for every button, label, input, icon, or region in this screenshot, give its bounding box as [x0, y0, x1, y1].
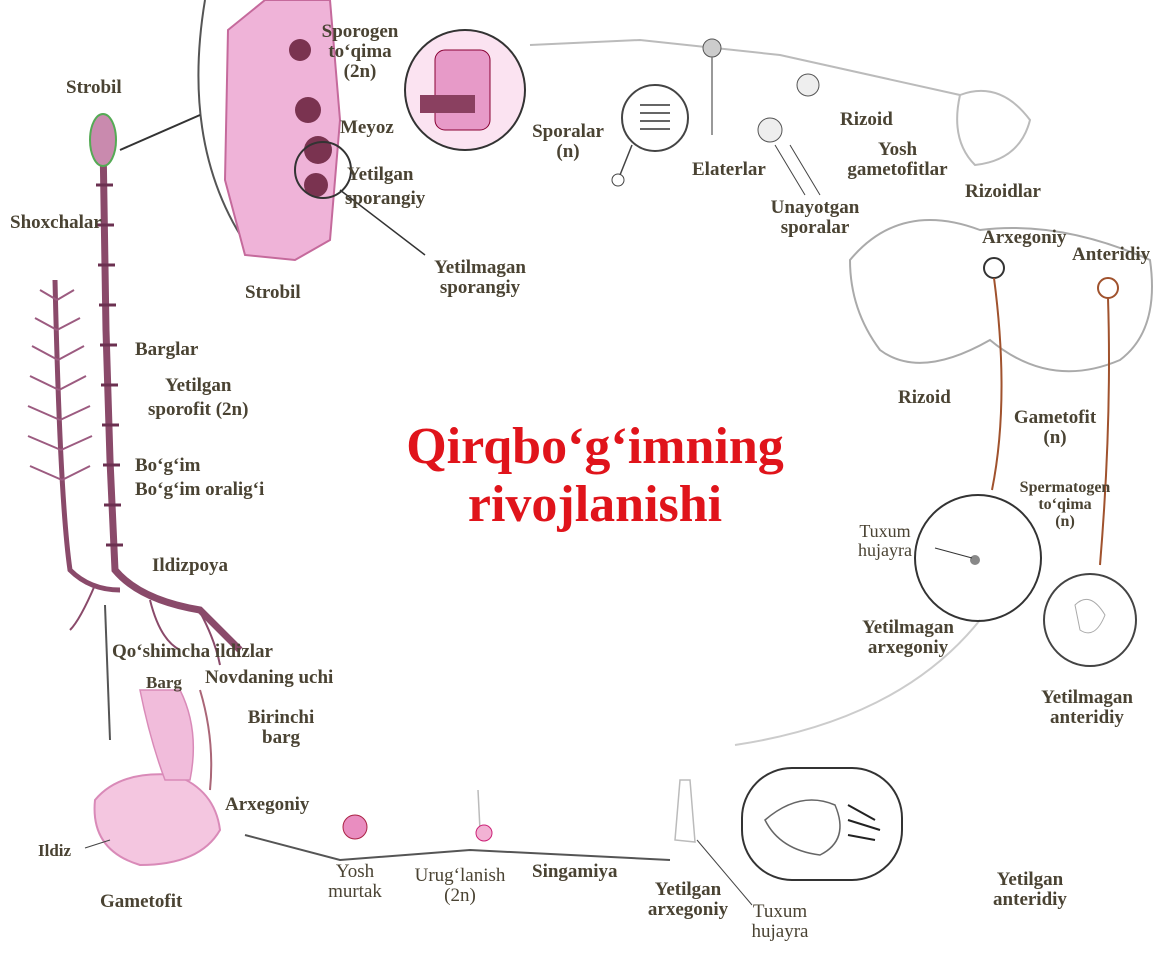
label-bogim: Bo‘g‘im — [135, 456, 200, 476]
young-shoot — [140, 690, 193, 780]
spore-elaters — [703, 39, 721, 57]
label-sporalar-1: Sporalar — [528, 122, 608, 142]
label-ildiz: Ildiz — [38, 842, 71, 860]
label-tuxum-hujayra: Tuxum hujayra — [845, 522, 925, 560]
label-sporogen-1: Sporogen — [315, 22, 405, 42]
label-strobil-top: Strobil — [66, 78, 122, 98]
label-tuxum-hujayra-1: Tuxum — [845, 522, 925, 541]
connector-strobil — [120, 115, 200, 150]
label-sporogen-3: (2n) — [315, 62, 405, 82]
label-tuxum-bottom-2: hujayra — [740, 922, 820, 942]
archegonium-marker — [984, 258, 1004, 278]
label-yetilmagan-arxegoniy-1: Yetilmagan — [848, 618, 968, 638]
label-yetilgan-anteridiy: Yetilgan anteridiy — [975, 870, 1085, 910]
label-spermatogen: Spermatogen to‘qima (n) — [1005, 480, 1125, 530]
label-gametofit-bottom: Gametofit — [100, 892, 182, 912]
label-unayotgan-1: Unayotgan — [760, 198, 870, 218]
label-yosh-gametofitlar: Yosh gametofitlar — [835, 140, 960, 180]
label-elaterlar: Elaterlar — [692, 160, 766, 180]
antheridium-lens — [1044, 574, 1136, 666]
label-yetilgan-arxegoniy-1: Yetilgan — [638, 880, 738, 900]
label-arxegoniy-bottom: Arxegoniy — [225, 795, 309, 815]
label-ildizpoya: Ildizpoya — [152, 556, 228, 576]
label-yetilgan-sporangiy-2: sporangiy — [345, 189, 425, 209]
label-sporogen: Sporogen to‘qima (2n) — [315, 22, 405, 82]
label-birinchi-barg-1: Birinchi — [236, 708, 326, 728]
label-yosh-murtak: Yosh murtak — [315, 862, 395, 902]
label-yetilmagan-arxegoniy: Yetilmagan arxegoniy — [848, 618, 968, 658]
title-line-2: rivojlanishi — [395, 476, 795, 534]
label-uruglanish: Urug‘lanish (2n) — [400, 866, 520, 906]
label-yetilmagan-sporangiy-1: Yetilmagan — [425, 258, 535, 278]
label-rizoid-mid: Rizoid — [898, 388, 951, 408]
label-tuxum-bottom-1: Tuxum — [740, 902, 820, 922]
zygote — [478, 790, 480, 830]
label-birinchi-barg: Birinchi barg — [236, 708, 326, 748]
label-yosh-gametofitlar-1: Yosh — [835, 140, 960, 160]
label-anteridiy-top: Anteridiy — [1072, 245, 1150, 265]
label-qoshimcha-ildizlar: Qo‘shimcha ildizlar — [112, 642, 273, 662]
label-unayotgan-2: sporalar — [760, 218, 870, 238]
connector-left — [105, 605, 110, 740]
label-tuxum-bottom: Tuxum hujayra — [740, 902, 820, 942]
label-sporogen-2: to‘qima — [315, 42, 405, 62]
label-barg: Barg — [146, 674, 182, 692]
label-yetilmagan-arxegoniy-2: arxegoniy — [848, 638, 968, 658]
label-arxegoniy-top: Arxegoniy — [982, 228, 1066, 248]
label-yosh-gametofitlar-2: gametofitlar — [835, 160, 960, 180]
germinating-spore — [797, 74, 819, 96]
label-yetilmagan-anteridiy-2: anteridiy — [1022, 708, 1152, 728]
label-rizoidlar: Rizoidlar — [965, 182, 1041, 202]
label-yetilgan-arxegoniy: Yetilgan arxegoniy — [638, 880, 738, 920]
diagram-title: Qirqbo‘g‘imning rivojlanishi — [395, 418, 795, 534]
label-sporalar-2: (n) — [528, 142, 608, 162]
strobil-cone — [90, 114, 116, 166]
label-yetilgan-anteridiy-2: anteridiy — [975, 890, 1085, 910]
connector-top-line — [530, 40, 960, 95]
spore-lens — [622, 85, 688, 151]
label-sporalar: Sporalar (n) — [528, 122, 608, 162]
label-yetilmagan-anteridiy-1: Yetilmagan — [1022, 688, 1152, 708]
label-gametofit-n: Gametofit (n) — [1005, 408, 1105, 448]
label-uruglanish-2: (2n) — [400, 886, 520, 906]
label-yetilmagan-sporangiy-2: sporangiy — [425, 278, 535, 298]
label-yetilgan-anteridiy-1: Yetilgan — [975, 870, 1085, 890]
fertilization-capsule — [742, 768, 902, 880]
label-uruglanish-1: Urug‘lanish — [400, 866, 520, 886]
label-yetilgan-sporofit-1: Yetilgan — [165, 376, 232, 396]
label-birinchi-barg-2: barg — [236, 728, 326, 748]
label-bogim-oraligi: Bo‘g‘im oralig‘i — [135, 480, 264, 500]
young-gametophyte — [957, 91, 1030, 165]
antheridium-marker — [1098, 278, 1118, 298]
label-yetilgan-sporangiy-1: Yetilgan — [347, 165, 414, 185]
label-barglar: Barglar — [135, 340, 198, 360]
label-rizoid-top: Rizoid — [840, 110, 893, 130]
label-tuxum-hujayra-2: hujayra — [845, 541, 925, 560]
label-spermatogen-3: (n) — [1005, 514, 1125, 531]
label-yosh-murtak-2: murtak — [315, 882, 395, 902]
connector-bottom — [245, 835, 670, 860]
young-embryo — [343, 815, 367, 839]
title-line-1: Qirqbo‘g‘imning — [395, 418, 795, 476]
label-yetilmagan-sporangiy: Yetilmagan sporangiy — [425, 258, 535, 298]
label-spermatogen-2: to‘qima — [1005, 497, 1125, 514]
label-shoxchalar: Shoxchalar — [10, 213, 102, 233]
label-unayotgan-sporalar: Unayotgan sporalar — [760, 198, 870, 238]
mature-archegonium — [675, 780, 695, 842]
label-gametofit-n-2: (n) — [1005, 428, 1105, 448]
label-strobil-bottom: Strobil — [245, 283, 301, 303]
label-yetilgan-sporofit-2: sporofit (2n) — [148, 400, 248, 420]
label-yetilgan-arxegoniy-2: arxegoniy — [638, 900, 738, 920]
label-singamiya: Singamiya — [532, 862, 618, 882]
label-novdaning-uchi: Novdaning uchi — [205, 668, 333, 688]
label-yetilmagan-anteridiy: Yetilmagan anteridiy — [1022, 688, 1152, 728]
label-gametofit-n-1: Gametofit — [1005, 408, 1105, 428]
label-spermatogen-1: Spermatogen — [1005, 480, 1125, 497]
gametophyte-bottom-left — [95, 774, 220, 865]
label-meyoz: Meyoz — [340, 118, 394, 138]
label-yosh-murtak-1: Yosh — [315, 862, 395, 882]
